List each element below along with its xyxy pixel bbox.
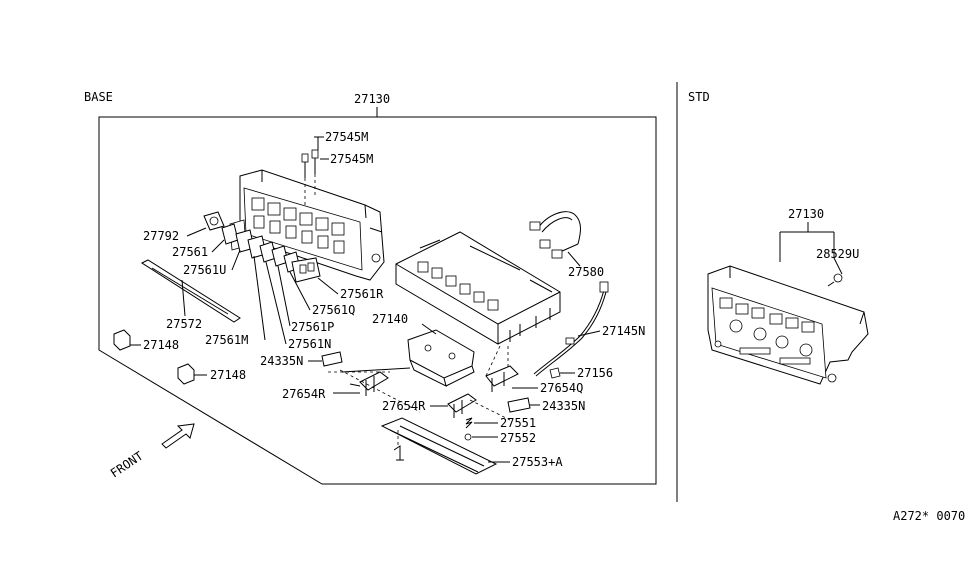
plate-27553A	[380, 417, 498, 475]
label-27545M-b: 27545M	[330, 152, 373, 166]
button-27561R	[291, 257, 321, 283]
label-27140: 27140	[372, 312, 408, 326]
label-27561M: 27561M	[205, 333, 248, 347]
connector-24335N-a	[321, 351, 343, 367]
label-27145N: 27145N	[602, 324, 645, 338]
label-27561: 27561	[172, 245, 208, 259]
control-amplifier	[395, 231, 561, 345]
label-27553A: 27553+A	[512, 455, 563, 469]
label-27654R-b: 27654R	[382, 399, 426, 413]
label-27130-std: 27130	[788, 207, 824, 221]
ball-27552	[464, 433, 472, 441]
label-27561Q: 27561Q	[312, 303, 355, 317]
cover-27140	[407, 329, 475, 387]
label-27552: 27552	[500, 431, 536, 445]
label-27156: 27156	[577, 366, 613, 380]
drawing-code: A272* 0070	[893, 509, 965, 523]
screw-27545M	[301, 149, 319, 205]
label-27654Q: 27654Q	[540, 381, 583, 395]
label-27148-a: 27148	[143, 338, 179, 352]
label-27654R-a: 27654R	[282, 387, 326, 401]
section-base-label: BASE	[84, 90, 113, 104]
label-27130-base: 27130	[354, 92, 390, 106]
label-27572: 27572	[166, 317, 202, 331]
label-27792: 27792	[143, 229, 179, 243]
harness-27580	[529, 211, 581, 259]
screw-28529U	[827, 273, 843, 287]
label-27148-b: 27148	[210, 368, 246, 382]
section-std-label: STD	[688, 90, 710, 104]
base-assembly-outline	[98, 116, 657, 485]
strip-27572	[140, 259, 241, 323]
label-27580: 27580	[568, 265, 604, 279]
clip-27156	[549, 367, 561, 379]
front-label: FRONT	[108, 449, 146, 481]
label-27561P: 27561P	[291, 320, 334, 334]
lever-27654R-a	[328, 367, 411, 396]
knob-27792	[203, 211, 225, 231]
front-arrow-icon	[161, 423, 195, 449]
label-27551: 27551	[500, 416, 536, 430]
control-head-unit	[229, 169, 385, 281]
clip-27148-a	[113, 329, 131, 351]
label-24335N-b: 24335N	[542, 399, 585, 413]
std-control-unit	[707, 265, 869, 385]
clip-27148-b	[177, 363, 195, 385]
label-27545M-a: 27545M	[325, 130, 368, 144]
label-28529U: 28529U	[816, 247, 859, 261]
connector-24335N-b	[507, 397, 531, 413]
lever-27654R-b	[447, 393, 477, 418]
spring-27551	[465, 417, 473, 429]
label-24335N-a: 24335N	[260, 354, 303, 368]
label-27561U: 27561U	[183, 263, 226, 277]
lever-27654Q	[485, 346, 519, 392]
label-27561N: 27561N	[288, 337, 331, 351]
label-27561R: 27561R	[340, 287, 384, 301]
